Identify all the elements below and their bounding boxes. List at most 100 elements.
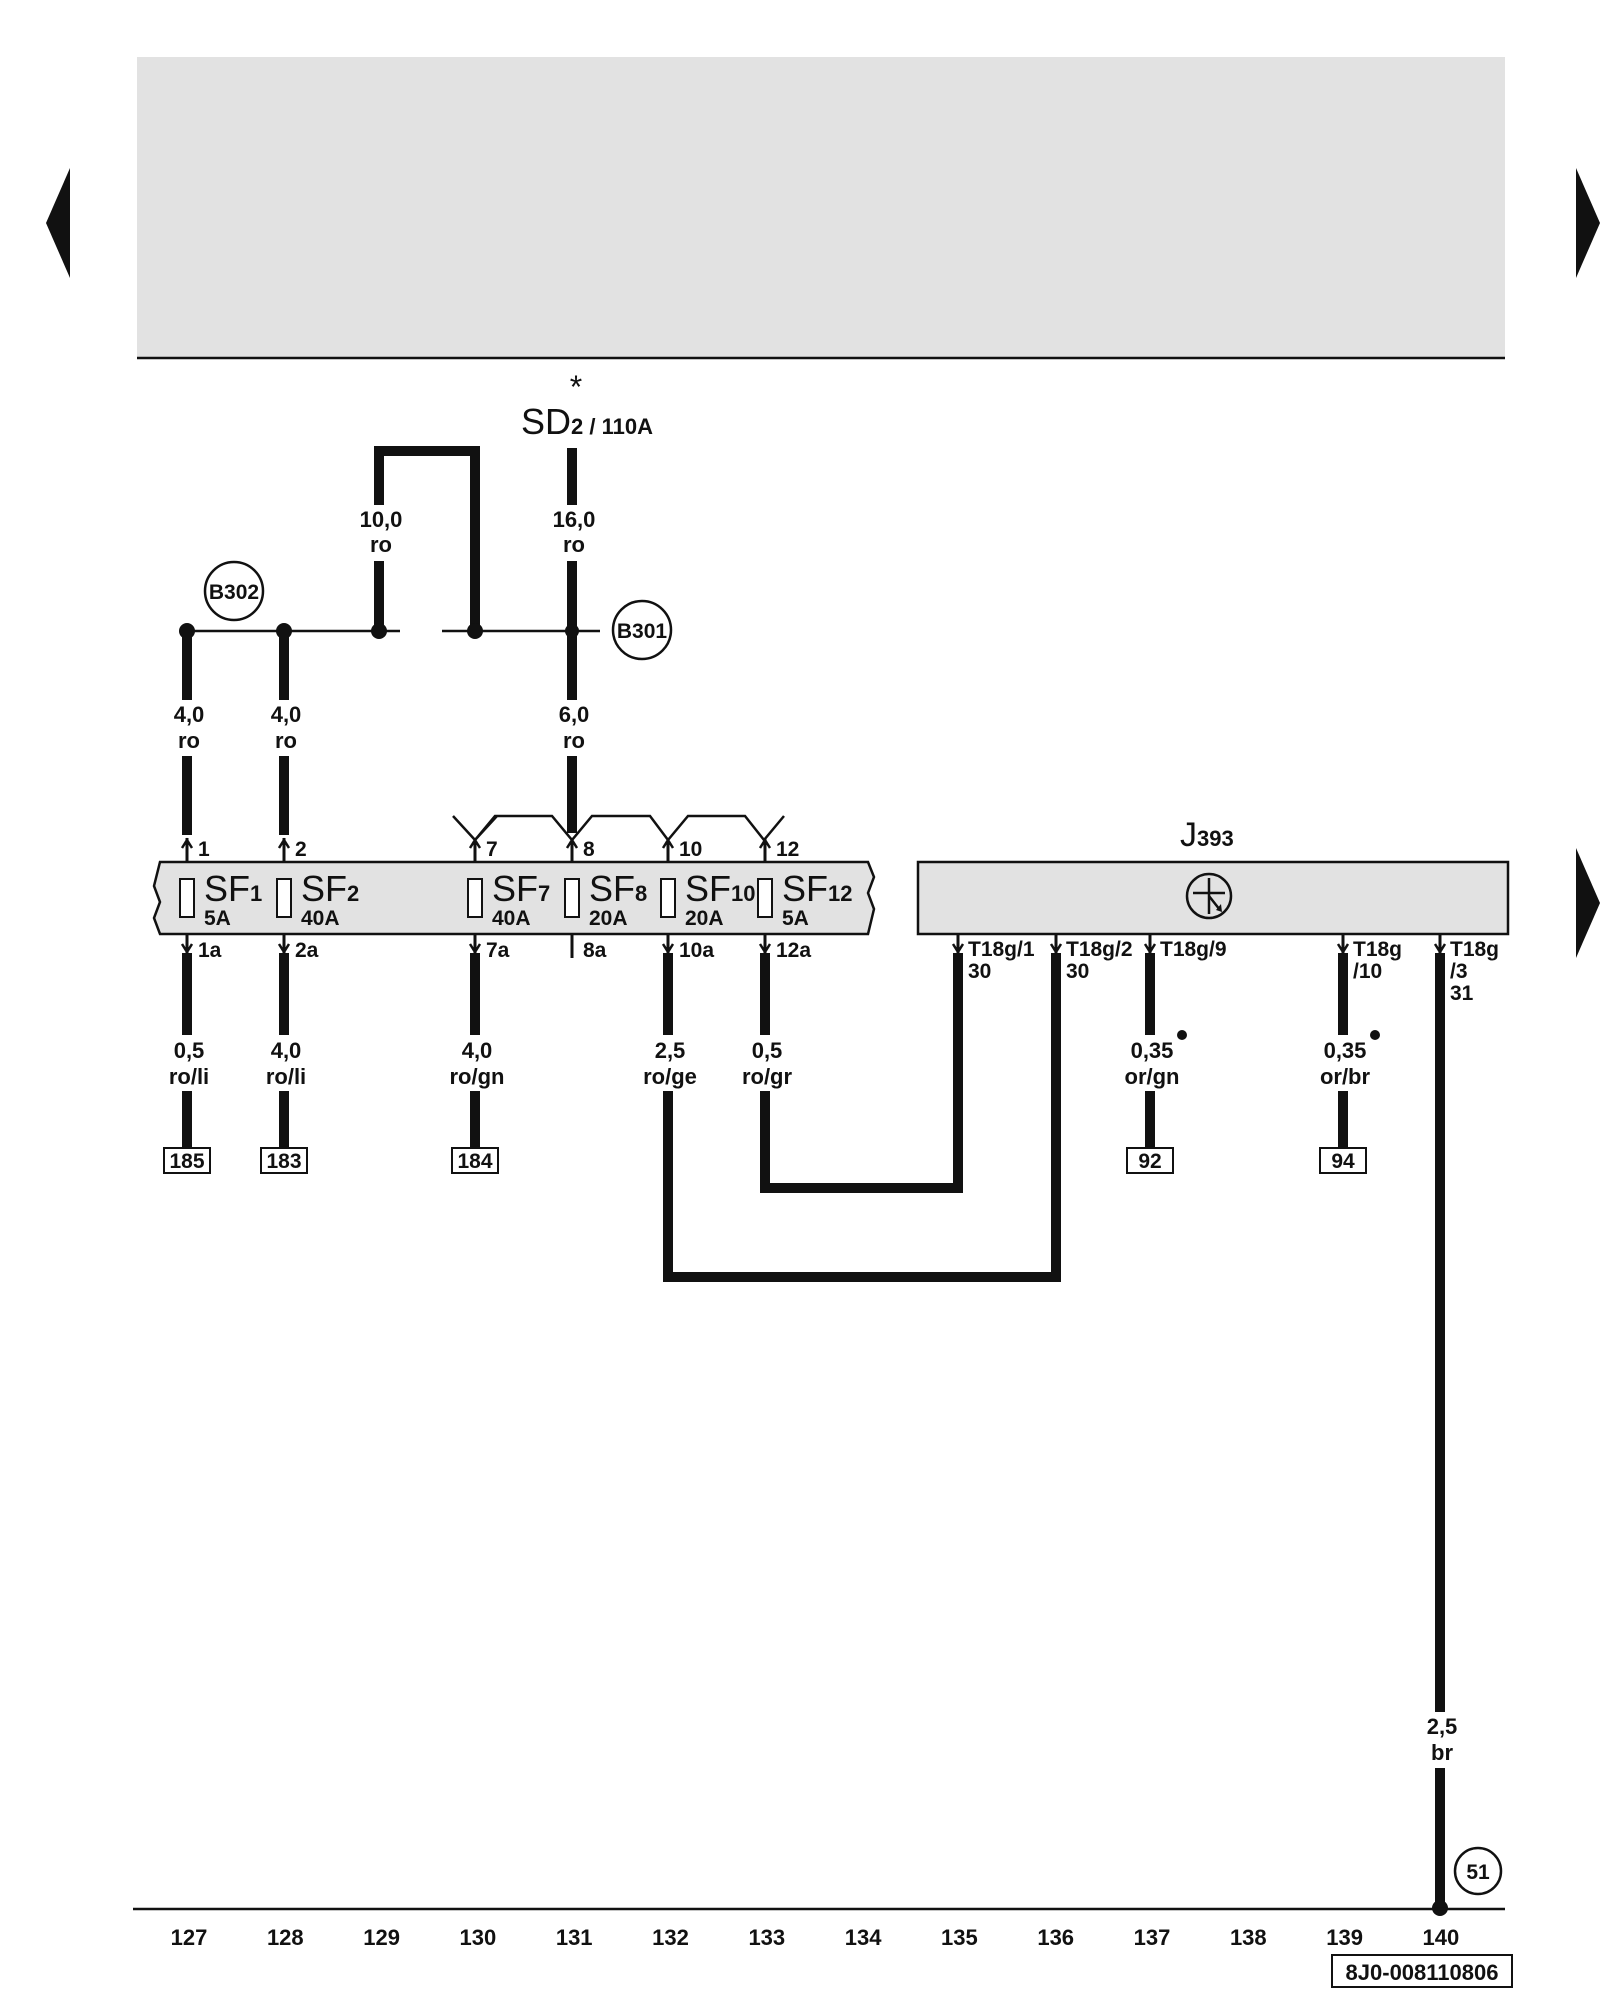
- pin-arrow-icon: [951, 943, 965, 955]
- pin-label: T18g/2: [1066, 938, 1133, 961]
- pin-label: 30: [968, 960, 991, 983]
- fuse-rating-label: 20A: [589, 907, 628, 930]
- pin-out-label: 7a: [486, 939, 510, 962]
- pin-arrow-icon: [1336, 943, 1350, 955]
- wire-color-label: br: [1431, 1740, 1453, 1765]
- triangle-right-icon[interactable]: [1576, 168, 1600, 278]
- wire-color-label: ro: [563, 728, 585, 753]
- connector-b301-circle: [611, 599, 673, 661]
- track-number: 129: [363, 1925, 400, 1950]
- track-number: 140: [1423, 1925, 1460, 1950]
- fuse-rating-label: 5A: [782, 907, 809, 930]
- pin-label: T18g: [1450, 938, 1499, 961]
- control-unit-symbol-icon: [1185, 872, 1233, 920]
- fuse-name-label: SF8: [589, 868, 647, 909]
- module-pin: T18g/331: [1433, 934, 1499, 1005]
- fuse-name-label: SF2: [301, 868, 359, 909]
- pin-arrow-icon: [468, 943, 482, 955]
- triangle-left-icon[interactable]: [46, 168, 70, 278]
- module-pin: T18g/10: [1336, 934, 1402, 983]
- module-pin: T18g/230: [1049, 934, 1133, 983]
- track-number: 133: [748, 1925, 785, 1950]
- track-number: 128: [267, 1925, 304, 1950]
- wire-size-label: 0,5: [174, 1038, 205, 1063]
- ref-label: 94: [1331, 1150, 1355, 1173]
- track-number: 134: [845, 1925, 882, 1950]
- wire-size-label: 4,0: [271, 1038, 302, 1063]
- fuse-rating-label: 40A: [301, 907, 340, 930]
- wire-color-label: ro: [178, 728, 200, 753]
- track-number: 137: [1134, 1925, 1171, 1950]
- triangle-right-icon[interactable]: [1576, 848, 1600, 958]
- pin-label: /3: [1450, 960, 1468, 983]
- wire-color-label: ro/ge: [643, 1064, 697, 1089]
- pin-label: T18g/1: [968, 938, 1035, 961]
- pin-arrow-icon: [1049, 943, 1063, 955]
- ref-label: 184: [457, 1150, 492, 1173]
- ref-box: [1319, 1147, 1367, 1174]
- fuse-name-label: SF10: [685, 868, 756, 909]
- pin-arrow-icon: [758, 943, 772, 955]
- ref-label: 183: [266, 1150, 301, 1173]
- ref-box: [451, 1147, 499, 1174]
- module-label: J393: [1180, 816, 1234, 854]
- module-pin: T18g/130: [951, 934, 1035, 983]
- wire-color-label: ro: [563, 532, 585, 557]
- module-pin: T18g/9: [1143, 934, 1227, 961]
- connector-b302-circle: [203, 560, 265, 622]
- doc-id-label: 8J0-008110806: [1346, 1960, 1499, 1985]
- wire-color-label: ro/li: [169, 1064, 209, 1089]
- connector-b302-label: B302: [209, 581, 259, 604]
- track-number: 131: [556, 1925, 593, 1950]
- ref-box: [1126, 1147, 1174, 1174]
- ref-label: 92: [1138, 1150, 1161, 1173]
- fuse-symbol: [757, 878, 773, 918]
- fuse-name-label: SF1: [204, 868, 262, 909]
- pin-arrow-icon: [661, 943, 675, 955]
- wire-size-label: 4,0: [271, 702, 302, 727]
- pin-out-label: 8a: [583, 939, 607, 962]
- supply-asterisk: *: [570, 369, 582, 405]
- wire-size-label: 16,0: [553, 507, 596, 532]
- pin-in-label: 10: [679, 838, 702, 861]
- fuse-name-label: SF12: [782, 868, 853, 909]
- fuse-symbol: [467, 878, 483, 918]
- header-panel: [137, 57, 1505, 358]
- wire-size-label: 0,35: [1131, 1038, 1174, 1063]
- track-number: 132: [652, 1925, 689, 1950]
- wire-color-label: ro/gn: [450, 1064, 505, 1089]
- pin-label: 31: [1450, 982, 1474, 1005]
- wire-size-label: 0,5: [752, 1038, 783, 1063]
- pin-arrow-icon: [1433, 943, 1447, 955]
- fuse-symbol: [564, 878, 580, 918]
- pin-arrow-icon: [468, 837, 482, 849]
- fuse-layer: SF15A11aSF240A22aSF740A77aSF820A88aSF102…: [179, 837, 853, 962]
- pin-out-label: 10a: [679, 939, 714, 962]
- supply-fuse-label: SD2 / 110A: [521, 401, 653, 442]
- pin-in-label: 7: [486, 838, 498, 861]
- fuse-symbol: [276, 878, 292, 918]
- wire-dot-mark: [1177, 1030, 1187, 1040]
- fuse-name-label: SF7: [492, 868, 550, 909]
- wire-color-label: ro/li: [266, 1064, 306, 1089]
- pin-out-label: 1a: [198, 939, 222, 962]
- pin-label: T18g: [1353, 938, 1402, 961]
- pin-label: /10: [1353, 960, 1382, 983]
- pin-out-label: 2a: [295, 939, 319, 962]
- junction-dot: [467, 623, 483, 639]
- module-j393-box: [916, 860, 1510, 936]
- track-number: 130: [460, 1925, 497, 1950]
- fuse-rating-label: 40A: [492, 907, 531, 930]
- pin-arrow-icon: [180, 943, 194, 955]
- wire-color-label: ro: [370, 532, 392, 557]
- wire-color-label: ro: [275, 728, 297, 753]
- wire-size-label: 10,0: [360, 507, 403, 532]
- fuse-rating-label: 20A: [685, 907, 724, 930]
- wire-color-label: or/gn: [1125, 1064, 1180, 1089]
